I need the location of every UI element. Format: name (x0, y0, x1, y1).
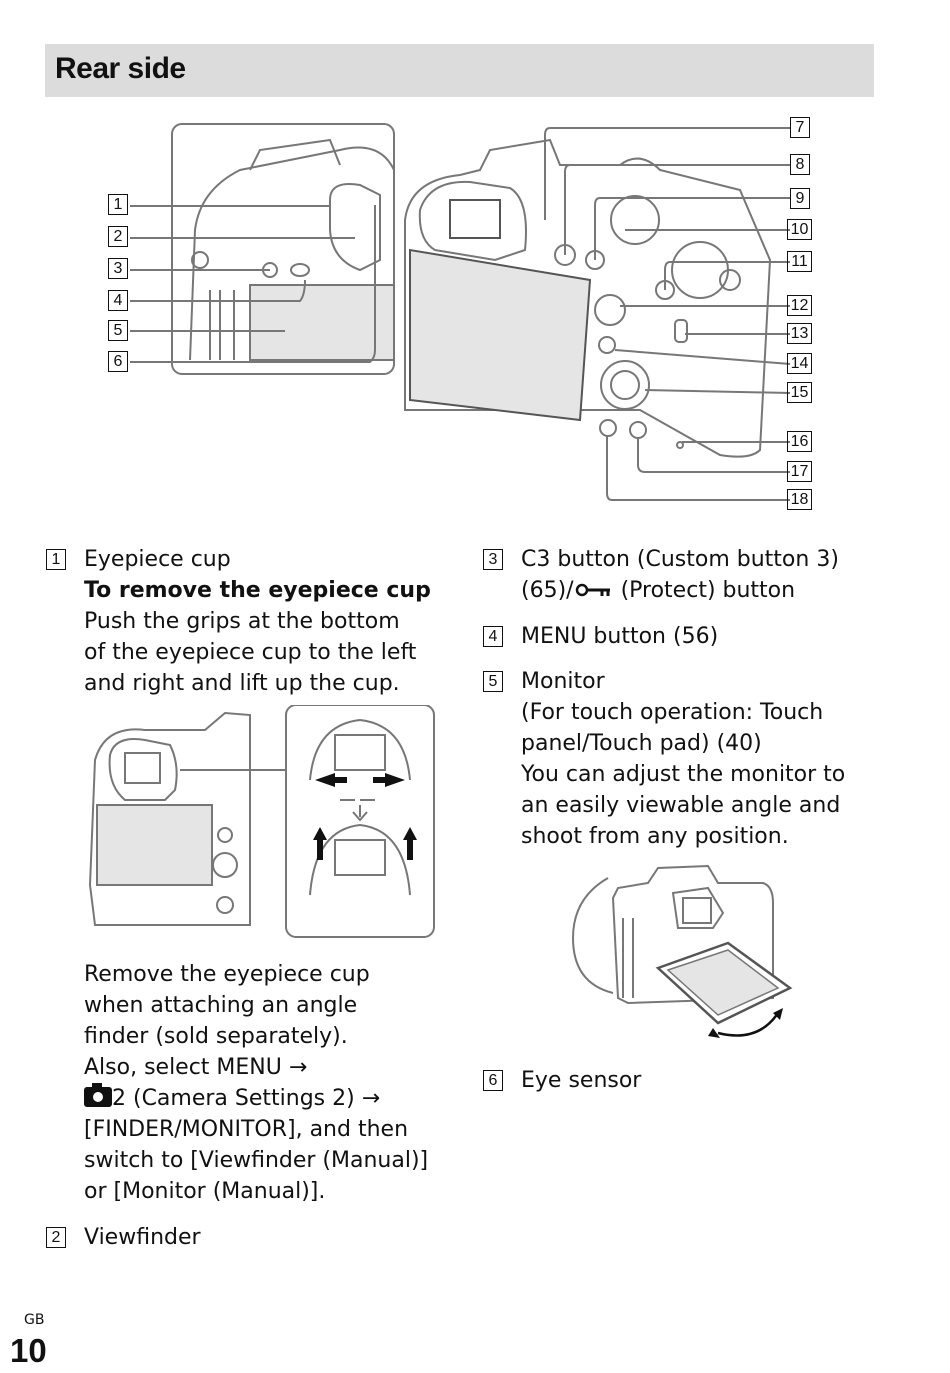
item-text: an easily viewable angle and (521, 793, 841, 818)
item-title-line2: (65)/ (Protect) button (521, 578, 796, 603)
callout-8: 8 (790, 154, 810, 175)
eyepiece-removal-illustration (88, 705, 435, 938)
note-camera-line: 2 (Camera Settings 2) → (84, 1083, 428, 1114)
camera-settings-icon (84, 1083, 112, 1107)
section-header: Rear side (45, 44, 874, 97)
item-text: Push the grips at the bottom (84, 609, 400, 634)
item-text: of the eyepiece cup to the left (84, 640, 417, 665)
callout-13: 13 (787, 323, 812, 344)
callout-2: 2 (108, 226, 128, 247)
callout-4: 4 (108, 290, 128, 311)
protect-key-icon (575, 583, 610, 597)
item-text: and right and lift up the cup. (84, 671, 400, 696)
item-bold-text: (For touch operation: Touch (521, 700, 824, 725)
note-text: [FINDER/MONITOR], and then (84, 1117, 409, 1142)
region-code: GB (24, 1312, 45, 1328)
callout-17: 17 (787, 461, 812, 482)
note-text: 2 (Camera Settings 2) → (112, 1086, 381, 1111)
item-title: Viewfinder (84, 1225, 201, 1250)
callout-14: 14 (787, 353, 812, 374)
callout-15: 15 (787, 382, 812, 403)
item-number: 5 (483, 671, 503, 692)
callout-9: 9 (790, 188, 810, 209)
note-text: or [Monitor (Manual)]. (84, 1179, 326, 1204)
callout-16: 16 (787, 431, 812, 452)
note-text: finder (sold separately). (84, 1024, 348, 1049)
callout-12: 12 (787, 295, 812, 316)
callout-3: 3 (108, 258, 128, 279)
item-title: Eyepiece cup (84, 547, 231, 572)
item-title: Eye sensor (521, 1068, 642, 1093)
callout-5: 5 (108, 320, 128, 341)
item-title: MENU button (56) (521, 624, 719, 649)
tilting-monitor-illustration (571, 864, 793, 1038)
item-title: Monitor (521, 669, 605, 694)
item-number: 4 (483, 626, 503, 647)
callout-7: 7 (790, 117, 810, 138)
item-subtitle: To remove the eyepiece cup (84, 578, 431, 603)
note-text: switch to [Viewfinder (Manual)] (84, 1148, 429, 1173)
item-number: 3 (483, 549, 503, 570)
item-bold-text: panel/Touch pad) (40) (521, 731, 762, 756)
item-text: shoot from any position. (521, 824, 789, 849)
note-text: Also, select MENU → (84, 1055, 308, 1080)
callout-11: 11 (787, 251, 812, 272)
item-number: 1 (46, 549, 66, 570)
callout-6: 6 (108, 351, 128, 372)
callout-1: 1 (108, 194, 128, 215)
camera-rear-diagram (130, 123, 791, 501)
item-number: 2 (46, 1227, 66, 1248)
callout-10: 10 (787, 219, 812, 240)
note-text: Remove the eyepiece cup (84, 962, 370, 987)
page-number: 10 (10, 1332, 47, 1369)
item-number: 6 (483, 1070, 503, 1091)
item-text: You can adjust the monitor to (521, 762, 846, 787)
callout-18: 18 (787, 489, 812, 510)
note-text: when attaching an angle (84, 993, 358, 1018)
item-title: C3 button (Custom button 3) (521, 547, 839, 572)
section-title: Rear side (55, 52, 186, 85)
